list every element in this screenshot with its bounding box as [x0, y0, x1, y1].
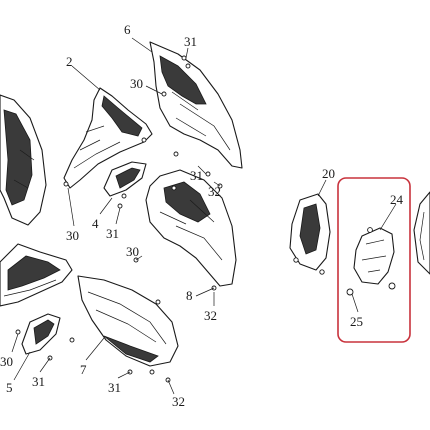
- callout-30-center: 30: [126, 244, 139, 259]
- callout-30-upper: 30: [130, 76, 143, 91]
- left-front-panel: [0, 94, 47, 226]
- highlight-group: [337, 177, 411, 343]
- callout-5: 5: [6, 380, 13, 395]
- callout-31-mid: 31: [190, 168, 203, 183]
- part-25-bolt-set: [346, 227, 396, 296]
- callout-8: 8: [186, 288, 193, 303]
- callout-31-bottom-left: 31: [32, 374, 45, 389]
- callout-25: 25: [350, 314, 363, 329]
- callout-30-left: 30: [66, 228, 79, 243]
- callout-30-lower: 30: [0, 354, 13, 369]
- part-20-bracket: [289, 193, 331, 275]
- part-24-mount-bracket: [353, 227, 395, 285]
- highlight-box: [337, 177, 411, 343]
- part-2-side-panel: [63, 87, 153, 189]
- leader-lines: [11, 37, 397, 395]
- part-4-bracket: [103, 161, 147, 199]
- part-6-upper-cowl: [149, 41, 243, 169]
- callout-7: 7: [80, 362, 87, 377]
- callout-32-bottom: 32: [172, 394, 185, 409]
- callout-2: 2: [66, 54, 73, 69]
- left-middle-panel: [0, 243, 73, 307]
- callout-32-right: 32: [204, 308, 217, 323]
- callout-31-bottom: 31: [108, 380, 121, 395]
- callout-31-left: 31: [106, 226, 119, 241]
- callout-labels: 2 6 31 30 31 32 4 31 30 30 8 32 20 24 25…: [0, 22, 404, 409]
- fasteners: [15, 63, 223, 383]
- part-5-lower-bracket: [21, 313, 61, 361]
- callout-6: 6: [124, 22, 131, 37]
- part-7-lower-fairing: [77, 275, 179, 375]
- right-edge-panel: [413, 191, 430, 275]
- part-8-inner-fairing: [145, 169, 237, 291]
- callout-31-top: 31: [184, 34, 197, 49]
- callout-24: 24: [390, 192, 404, 207]
- callout-4: 4: [92, 216, 99, 231]
- callout-32-mid: 32: [208, 184, 221, 199]
- callout-20: 20: [322, 166, 335, 181]
